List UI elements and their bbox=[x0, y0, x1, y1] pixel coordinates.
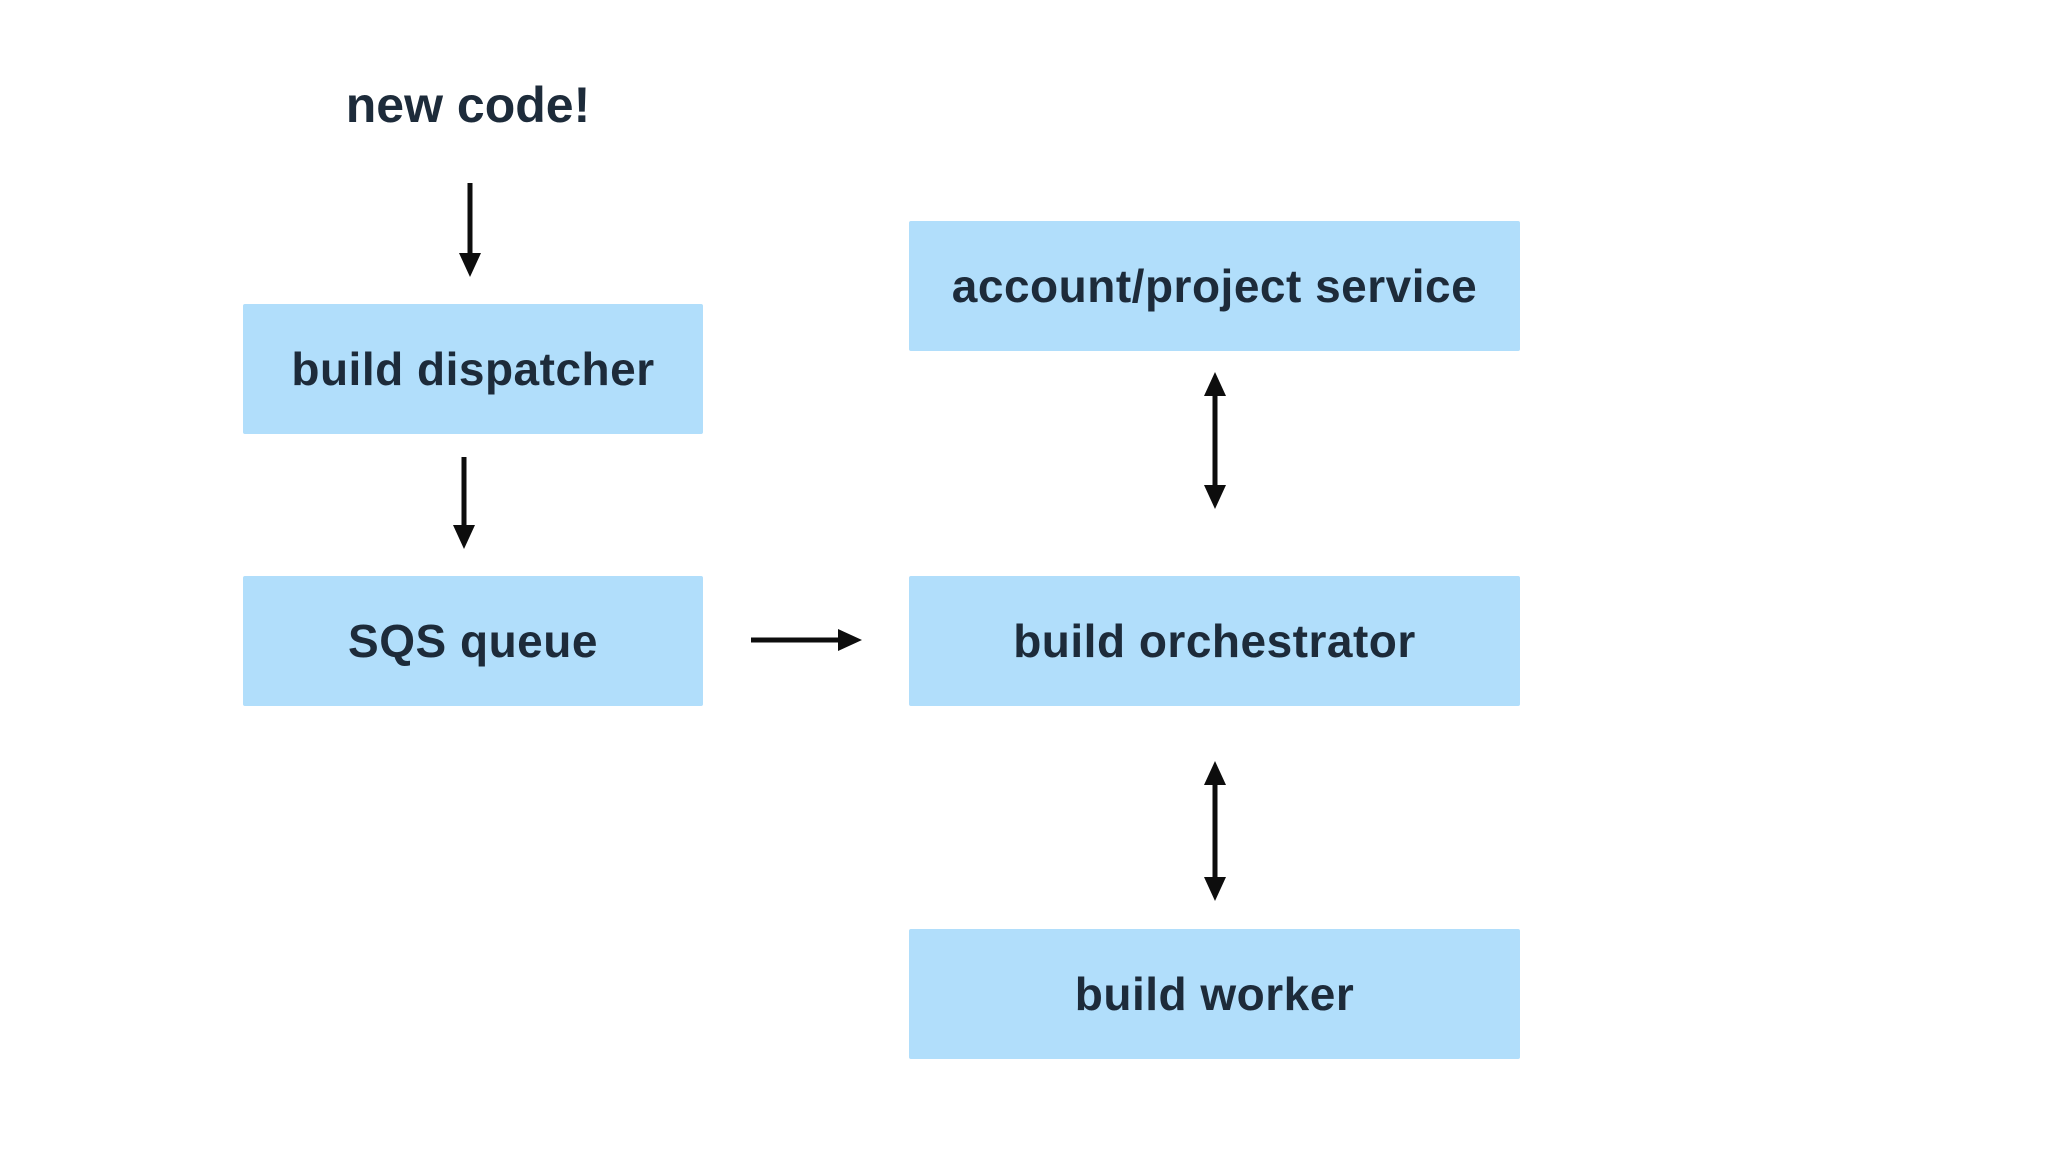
node-build-orchestrator-label: build orchestrator bbox=[1013, 615, 1416, 667]
arrow-dispatcher-to-sqs-queue-icon bbox=[453, 457, 475, 549]
node-build-orchestrator: build orchestrator bbox=[909, 576, 1520, 706]
node-sqs-queue-label: SQS queue bbox=[348, 615, 598, 667]
label-new-code: new code! bbox=[345, 77, 591, 133]
node-sqs-queue: SQS queue bbox=[243, 576, 703, 706]
node-account-project-service: account/project service bbox=[909, 221, 1520, 351]
node-account-project-service-label: account/project service bbox=[951, 260, 1478, 312]
arrow-sqs-queue-to-orchestrator-icon bbox=[751, 629, 862, 651]
node-build-worker-label: build worker bbox=[1074, 968, 1355, 1020]
arrow-orchestrator-worker-bidirectional-icon bbox=[1204, 761, 1226, 901]
node-build-worker: build worker bbox=[909, 929, 1520, 1059]
arrow-new-code-to-dispatcher-icon bbox=[459, 183, 481, 277]
node-build-dispatcher-label: build dispatcher bbox=[291, 343, 655, 395]
node-build-dispatcher: build dispatcher bbox=[243, 304, 703, 434]
arrow-orchestrator-account-service-bidirectional-icon bbox=[1204, 372, 1226, 509]
